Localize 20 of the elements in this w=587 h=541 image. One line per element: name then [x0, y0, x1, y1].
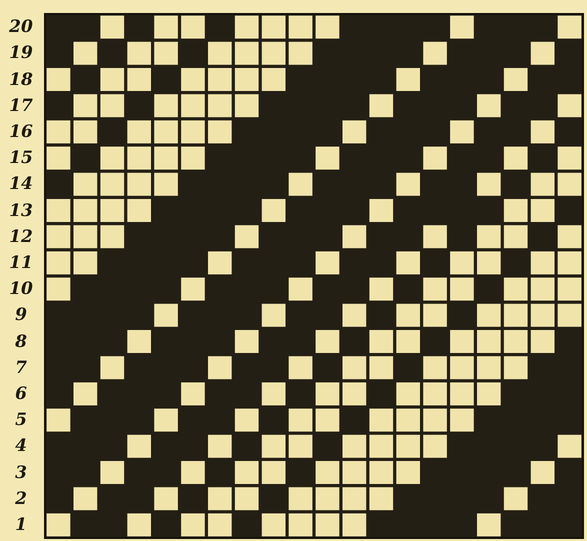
row-number: 17 — [8, 96, 34, 116]
row-number: 5 — [14, 410, 28, 430]
row-number: 20 — [8, 17, 34, 38]
row-number: 11 — [8, 252, 34, 273]
row-number: 15 — [8, 148, 34, 168]
row-number: 4 — [14, 436, 28, 456]
row-number: 13 — [8, 200, 34, 220]
row-number: 6 — [14, 384, 28, 404]
row-number: 10 — [8, 279, 34, 300]
row-number: 9 — [14, 305, 28, 326]
row-number: 14 — [8, 174, 34, 194]
row-number: 7 — [14, 358, 28, 378]
row-number: 3 — [14, 462, 28, 482]
row-number: 19 — [8, 43, 34, 64]
row-number: 18 — [8, 70, 34, 90]
row-number: 16 — [8, 122, 34, 142]
row-number: 12 — [8, 226, 34, 247]
row-number: 1 — [14, 514, 28, 535]
row-number: 8 — [14, 332, 28, 352]
row-number: 2 — [14, 488, 28, 509]
